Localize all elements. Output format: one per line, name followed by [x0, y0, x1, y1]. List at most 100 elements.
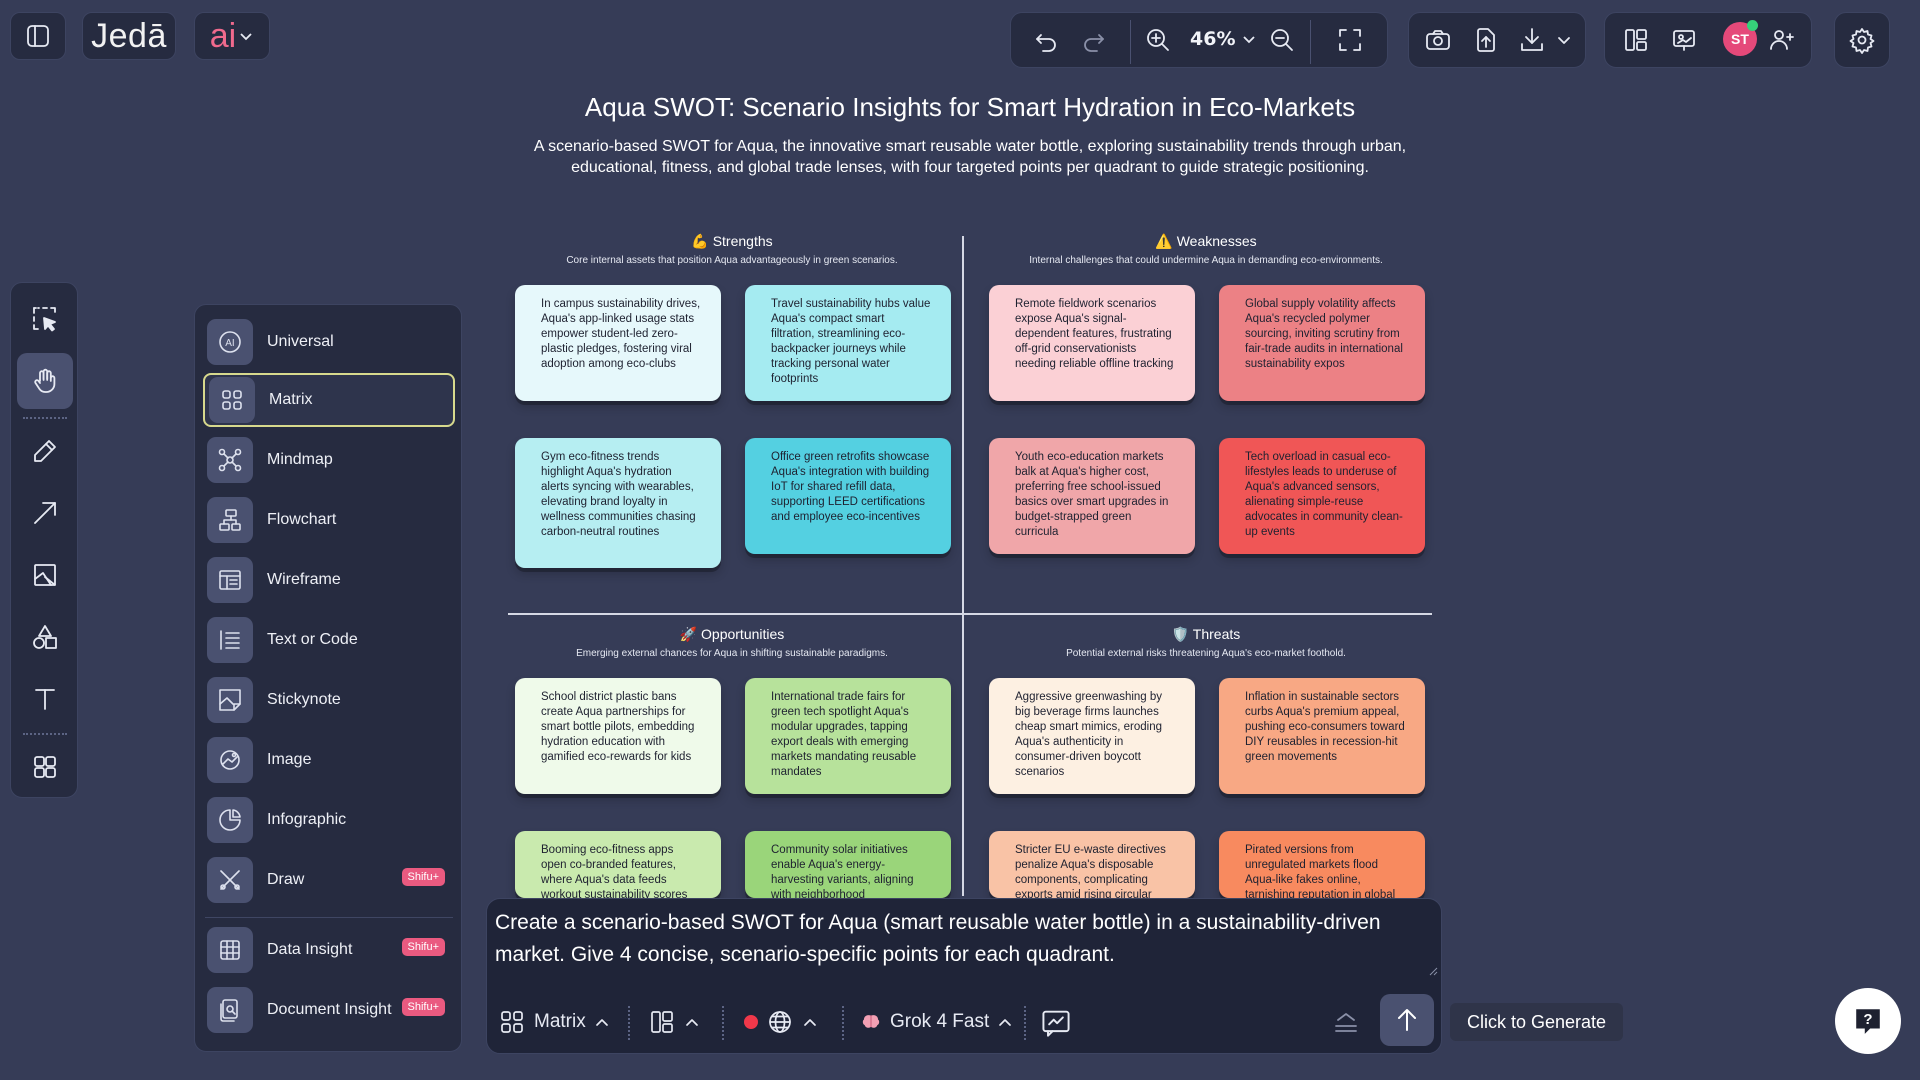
shapes-icon — [33, 625, 57, 649]
help-button[interactable]: ? — [1835, 988, 1901, 1054]
tool-divider — [23, 417, 67, 419]
sidebar-panel-icon — [27, 25, 49, 47]
attach-context-button[interactable] — [1040, 1002, 1072, 1042]
prompt-divider — [628, 1006, 630, 1040]
ai-menu-button[interactable]: ai — [194, 12, 270, 60]
avatar[interactable]: ST — [1723, 20, 1758, 56]
screenshot-button[interactable] — [1418, 20, 1458, 60]
opportunities-note[interactable]: School district plastic bans create Aqua… — [515, 678, 721, 794]
resize-handle-icon[interactable] — [1428, 966, 1438, 976]
generate-tooltip: Click to Generate — [1450, 1003, 1623, 1041]
text-tool-button[interactable] — [17, 671, 73, 727]
menu-item-draw[interactable]: Draw Shifu+ — [203, 853, 455, 907]
document-insight-icon — [220, 999, 238, 1022]
opportunities-note[interactable]: Booming eco-fitness apps open co-branded… — [515, 831, 721, 898]
generator-menu: AI Universal Matrix Mindmap Flowchart Wi… — [194, 304, 462, 1052]
weaknesses-note[interactable]: Global supply volatility affects Aqua's … — [1219, 285, 1425, 401]
menu-item-image[interactable]: Image — [203, 733, 455, 787]
collapse-icon — [1335, 1013, 1357, 1032]
gear-icon — [1849, 28, 1875, 54]
chevron-up-icon — [595, 1019, 608, 1026]
history-zoom-toolbar — [1010, 12, 1388, 68]
online-status-dot — [1747, 20, 1758, 31]
menu-item-data-insight[interactable]: Data Insight Shifu+ — [203, 923, 455, 977]
prompt-divider — [1024, 1006, 1026, 1040]
arrow-tool-button[interactable] — [17, 485, 73, 541]
menu-item-document-insight[interactable]: Document Insight Shifu+ — [203, 983, 455, 1037]
layout-select[interactable] — [648, 1002, 700, 1042]
draw-icon — [220, 870, 240, 890]
brain-icon — [862, 1015, 880, 1028]
weaknesses-note[interactable]: Tech overload in casual eco-lifestyles l… — [1219, 438, 1425, 554]
ai-logo: ai — [209, 16, 237, 55]
ai-icon: AI — [219, 331, 241, 353]
settings-button[interactable] — [1834, 12, 1890, 68]
pencil-tool-button[interactable] — [17, 423, 73, 479]
invite-user-button[interactable] — [1762, 20, 1802, 60]
prompt-input[interactable]: Create a scenario-based SWOT for Aqua (s… — [495, 911, 1381, 966]
matrix-icon — [222, 390, 242, 410]
layout-button[interactable] — [1616, 20, 1656, 60]
sidebar-toggle-button[interactable] — [10, 12, 66, 60]
menu-item-universal[interactable]: AI Universal — [203, 315, 455, 369]
hand-tool-button[interactable] — [17, 353, 73, 409]
strengths-heading: 💪 Strengths — [691, 233, 773, 249]
weaknesses-note[interactable]: Youth eco-education markets balk at Aqua… — [989, 438, 1195, 554]
text-code-icon — [220, 630, 240, 650]
image-frame-icon — [34, 564, 56, 586]
toolbar-divider — [1130, 20, 1131, 64]
download-button[interactable] — [1512, 20, 1552, 60]
presentation-icon — [1673, 30, 1695, 51]
menu-item-stickynote[interactable]: Stickynote — [203, 673, 455, 727]
pencil-icon — [34, 440, 56, 462]
select-tool-button[interactable] — [17, 291, 73, 347]
strengths-note[interactable]: Office green retrofits showcase Aqua's i… — [745, 438, 951, 554]
camera-icon — [1426, 30, 1450, 50]
zoom-in-icon — [1147, 29, 1169, 51]
zoom-in-button[interactable] — [1138, 20, 1178, 60]
templates-tool-button[interactable] — [17, 739, 73, 795]
menu-item-matrix[interactable]: Matrix — [203, 373, 455, 427]
opportunities-note[interactable]: International trade fairs for green tech… — [745, 678, 951, 794]
fit-to-screen-button[interactable] — [1330, 20, 1370, 60]
opportunities-note[interactable]: Community solar initiatives enable Aqua'… — [745, 831, 951, 898]
menu-item-wireframe[interactable]: Wireframe — [203, 553, 455, 607]
menu-item-mindmap[interactable]: Mindmap — [203, 433, 455, 487]
threats-note[interactable]: Aggressive greenwashing by big beverage … — [989, 678, 1195, 794]
menu-item-infographic[interactable]: Infographic — [203, 793, 455, 847]
weaknesses-heading: ⚠️ Weaknesses — [1155, 233, 1257, 249]
model-select[interactable]: Grok 4 Fast — [860, 1002, 1013, 1042]
weaknesses-note[interactable]: Remote fieldwork scenarios expose Aqua's… — [989, 285, 1195, 401]
share-upload-button[interactable] — [1466, 20, 1506, 60]
collapse-prompt-button[interactable] — [1326, 1002, 1366, 1042]
jeda-logo[interactable]: Jedā — [82, 12, 176, 60]
chevron-up-icon — [999, 1019, 1012, 1026]
select-cursor-icon — [33, 307, 56, 332]
threats-note[interactable]: Inflation in sustainable sectors curbs A… — [1219, 678, 1425, 794]
strengths-note[interactable]: Gym eco-fitness trends highlight Aqua's … — [515, 438, 721, 568]
threats-note[interactable]: Stricter EU e-waste directives penalize … — [989, 831, 1195, 898]
undo-button[interactable] — [1026, 20, 1066, 60]
generate-button[interactable] — [1380, 994, 1434, 1046]
present-button[interactable] — [1664, 20, 1704, 60]
menu-item-flowchart[interactable]: Flowchart — [203, 493, 455, 547]
wireframe-icon — [219, 570, 241, 590]
menu-divider — [205, 917, 453, 918]
shifu-plus-badge: Shifu+ — [401, 868, 445, 886]
threats-note[interactable]: Pirated versions from unregulated market… — [1219, 831, 1425, 898]
zoom-out-button[interactable] — [1262, 20, 1302, 60]
data-insight-icon — [220, 940, 240, 960]
strengths-note[interactable]: Travel sustainability hubs value Aqua's … — [745, 285, 951, 401]
text-icon — [35, 689, 55, 710]
web-search-toggle[interactable] — [744, 1002, 818, 1042]
redo-button[interactable] — [1074, 20, 1114, 60]
mode-select[interactable]: Matrix — [498, 1002, 610, 1042]
image-frame-tool-button[interactable] — [17, 547, 73, 603]
zoom-level-select[interactable]: 46% — [1190, 28, 1257, 50]
strengths-note[interactable]: In campus sustainability drives, Aqua's … — [515, 285, 721, 401]
matrix-horizontal-axis — [508, 613, 1432, 615]
shapes-tool-button[interactable] — [17, 609, 73, 665]
chat-image-icon — [1042, 1010, 1070, 1037]
menu-item-text-or-code[interactable]: Text or Code — [203, 613, 455, 667]
download-options-button[interactable] — [1552, 24, 1576, 56]
